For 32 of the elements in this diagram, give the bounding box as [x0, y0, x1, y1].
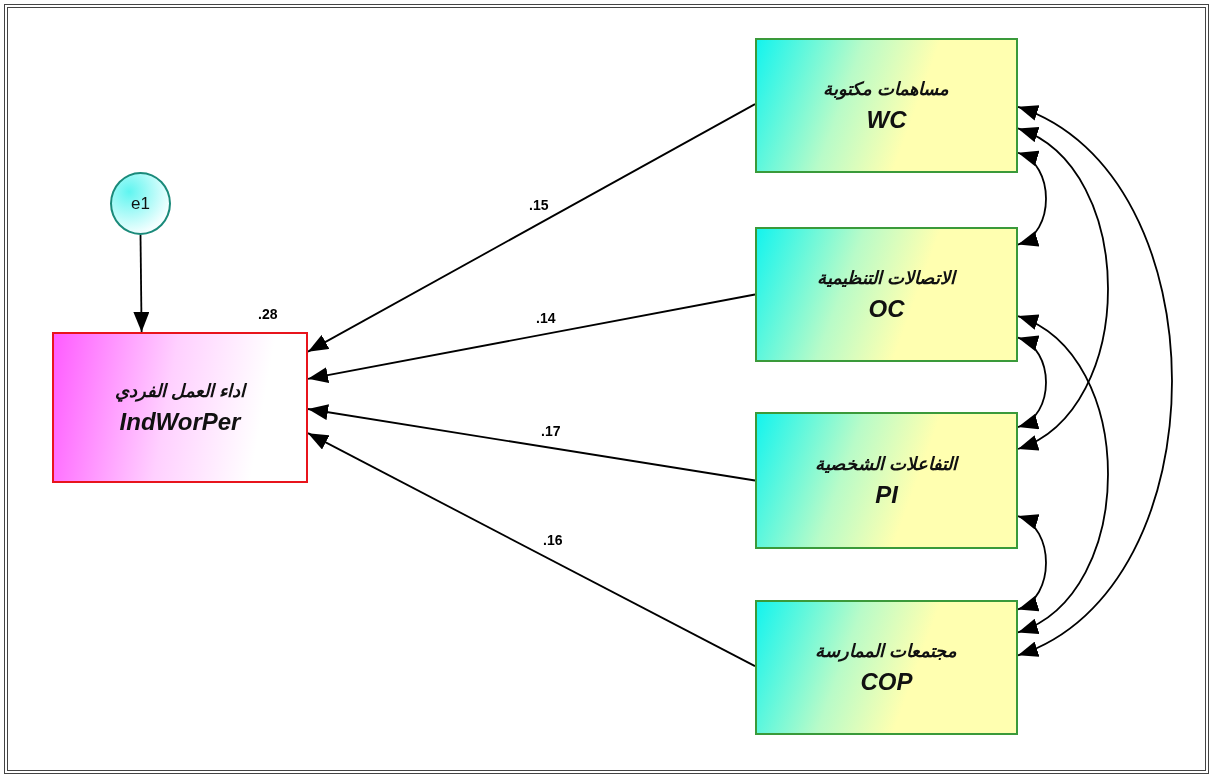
variable-name: PI	[875, 480, 898, 509]
covariance-arrow	[1017, 105, 1173, 657]
dependent-variable-box	[52, 332, 308, 483]
path-coefficient: .15	[527, 197, 551, 213]
path-coefficient: .14	[534, 310, 558, 326]
variable-label-arabic: اداء العمل الفردي	[115, 379, 245, 402]
variable-name: e1	[131, 193, 150, 214]
path-arrow	[307, 404, 756, 482]
variable-label-arabic: مجتمعات الممارسة	[815, 639, 958, 662]
variable-name: WC	[866, 105, 907, 134]
path-coefficient: .17	[539, 423, 563, 439]
variable-box	[755, 227, 1018, 362]
path-arrow	[307, 432, 756, 668]
covariance-arrow	[1017, 127, 1109, 450]
variable-box	[755, 38, 1018, 173]
variable-label-arabic: مساهمات مكتوبة	[823, 77, 950, 100]
path-arrow	[307, 103, 756, 353]
path-arrow	[307, 293, 756, 383]
variable-name: IndWorPer	[119, 407, 241, 436]
covariance-arrow	[1017, 515, 1047, 611]
variable-box	[755, 412, 1018, 549]
variable-name: OC	[868, 294, 905, 323]
path-coefficient: .16	[541, 532, 565, 548]
covariance-arrow	[1017, 315, 1109, 634]
r-squared-value: .28	[256, 306, 280, 322]
variable-box	[755, 600, 1018, 735]
covariance-arrow	[1017, 151, 1047, 246]
covariance-arrow	[1017, 336, 1047, 428]
path-arrow	[133, 234, 150, 333]
variable-label-arabic: التفاعلات الشخصية	[815, 452, 958, 475]
variable-name: COP	[860, 667, 913, 696]
variable-label-arabic: الاتصالات التنظيمية	[817, 266, 956, 289]
